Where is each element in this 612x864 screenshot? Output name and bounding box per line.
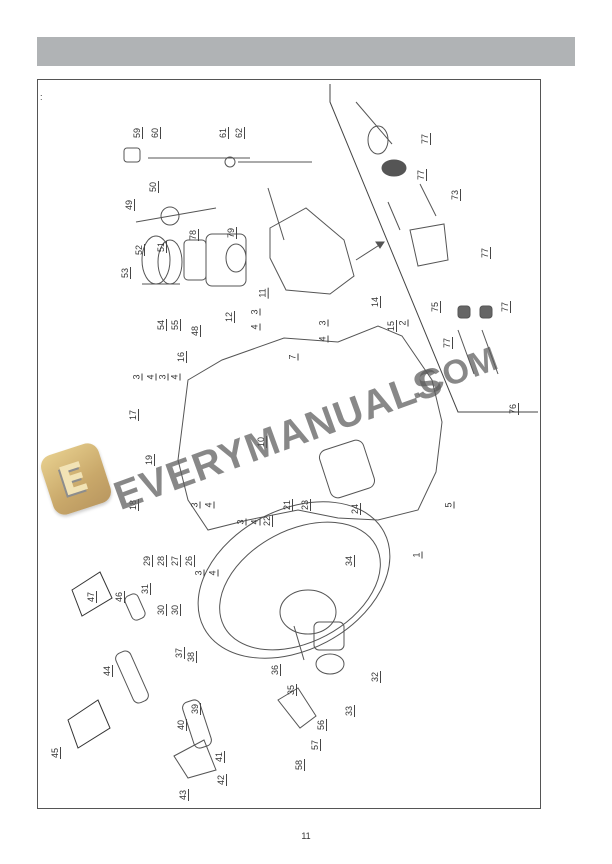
callout-23: 23 xyxy=(300,498,312,512)
callout-7: 7 xyxy=(287,353,299,361)
parts-line-drawing xyxy=(67,84,538,779)
callout-53: 53 xyxy=(120,266,132,280)
callout-77: 77 xyxy=(416,168,428,182)
page-number: 11 xyxy=(301,831,311,841)
callout-30: 30 xyxy=(170,603,182,617)
callout-15: 15 xyxy=(386,319,398,333)
callout-61: 61 xyxy=(218,126,230,140)
callout-24: 24 xyxy=(350,502,362,516)
callout-41: 41 xyxy=(214,750,226,764)
callout-4: 4 xyxy=(249,323,261,331)
callout-16: 16 xyxy=(176,350,188,364)
callout-4: 4 xyxy=(249,518,261,526)
callout-59: 59 xyxy=(132,126,144,140)
callout-48: 48 xyxy=(190,324,202,338)
callout-31: 31 xyxy=(140,582,152,596)
callout-17: 17 xyxy=(128,408,140,422)
callout-36: 36 xyxy=(270,663,282,677)
callout-45: 45 xyxy=(50,746,62,760)
callout-77: 77 xyxy=(420,132,432,146)
callout-37: 37 xyxy=(174,646,186,660)
callout-76: 76 xyxy=(508,402,520,416)
callout-3: 3 xyxy=(249,308,261,316)
callout-47: 47 xyxy=(86,590,98,604)
callout-57: 57 xyxy=(310,738,322,752)
callout-3: 3 xyxy=(193,569,205,577)
callout-3: 3 xyxy=(235,518,247,526)
callout-52: 52 xyxy=(134,243,146,257)
callout-75: 75 xyxy=(430,300,442,314)
callout-78: 78 xyxy=(188,228,200,242)
header-band xyxy=(37,37,575,66)
callout-35: 35 xyxy=(286,683,298,697)
callout-3: 3 xyxy=(317,319,329,327)
corner-mark: : xyxy=(40,92,43,102)
callout-49: 49 xyxy=(124,198,136,212)
callout-14: 14 xyxy=(370,295,382,309)
callout-60: 60 xyxy=(150,126,162,140)
callout-77: 77 xyxy=(500,300,512,314)
callout-3: 3 xyxy=(189,501,201,509)
callout-38: 38 xyxy=(186,650,198,664)
callout-54: 54 xyxy=(156,318,168,332)
callout-77: 77 xyxy=(480,246,492,260)
callout-12: 12 xyxy=(224,310,236,324)
callout-4: 4 xyxy=(317,335,329,343)
callout-29: 29 xyxy=(142,554,154,568)
callout-62: 62 xyxy=(234,126,246,140)
callout-77: 77 xyxy=(442,336,454,350)
callout-4: 4 xyxy=(169,373,181,381)
callout-21: 21 xyxy=(282,498,294,512)
callout-40: 40 xyxy=(176,718,188,732)
callout-34: 34 xyxy=(344,554,356,568)
callout-42: 42 xyxy=(216,773,228,787)
callout-46: 46 xyxy=(114,590,126,604)
callout-3: 3 xyxy=(131,373,143,381)
callout-22: 22 xyxy=(262,514,274,528)
callout-39: 39 xyxy=(190,702,202,716)
callout-43: 43 xyxy=(178,788,190,802)
callout-11: 11 xyxy=(257,287,269,299)
callout-1: 1 xyxy=(411,551,423,559)
callout-2: 2 xyxy=(397,319,409,327)
callout-4: 4 xyxy=(207,569,219,577)
callout-56: 56 xyxy=(316,718,328,732)
diagram-frame: : xyxy=(37,79,541,809)
callout-32: 32 xyxy=(370,670,382,684)
callout-3: 3 xyxy=(157,373,169,381)
callout-44: 44 xyxy=(102,664,114,678)
callout-73: 73 xyxy=(450,188,462,202)
callout-27: 27 xyxy=(170,554,182,568)
callout-50: 50 xyxy=(148,180,160,194)
callout-30: 30 xyxy=(156,603,168,617)
callout-26: 26 xyxy=(184,554,196,568)
callout-55: 55 xyxy=(170,318,182,332)
callout-51: 51 xyxy=(156,240,168,254)
callout-4: 4 xyxy=(203,501,215,509)
callout-5: 5 xyxy=(443,501,455,509)
callout-28: 28 xyxy=(156,554,168,568)
callout-33: 33 xyxy=(344,704,356,718)
callout-58: 58 xyxy=(294,758,306,772)
callout-4: 4 xyxy=(145,373,157,381)
callout-79: 79 xyxy=(226,226,238,240)
